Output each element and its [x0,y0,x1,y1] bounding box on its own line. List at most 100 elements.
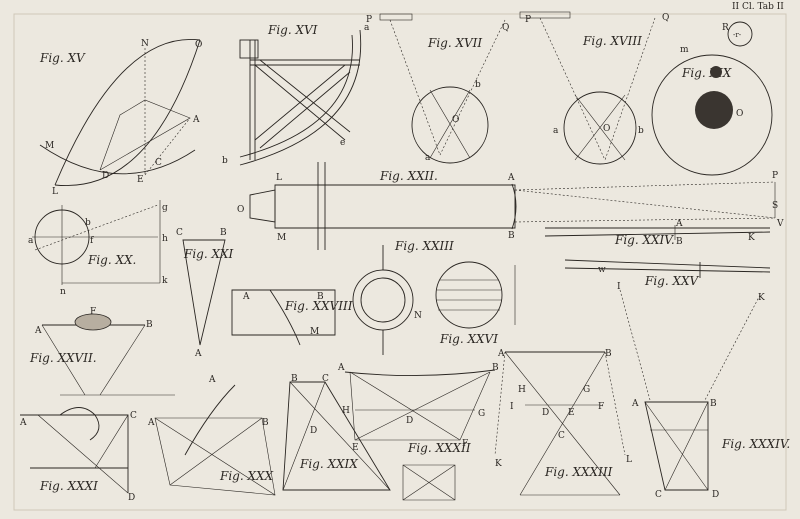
fig-xxxi-diagonals [37,414,129,494]
fig-xxxiii: Fig. XXXIII A B H G I F D E C K L [494,349,632,496]
fig-xxii-micrometer [317,162,326,250]
fig-xxi: Fig. XXI C B A [176,228,234,359]
fig-xxxiii-label-h: H [518,385,526,395]
fig-xxv: Fig. XXV w [564,259,771,288]
fig-xix-label-o: O [736,109,743,119]
fig-xxx-label-a: A [147,418,155,428]
fig-xv-label-d: D [102,171,109,181]
fig-xviii-label-b: b [638,126,644,136]
fig-xvi-label-a: a [364,23,370,33]
fig-xxiv-lines [544,227,771,237]
fig-xxxiv-diagonals [644,401,709,491]
fig-xxii: Fig. XXII. O L M A B P S V [237,162,784,250]
fig-xxiv: Fig. XXIV. A B K [544,219,771,247]
fig-xxxi-obstacle [59,407,100,441]
fig-xxxiii-label-b: B [605,349,612,359]
fig-xxvii: Fig. XXVII. A B F [29,307,175,396]
fig-xviii-rays [539,17,656,161]
fig-xxxii-diagonals [349,371,491,441]
fig-xv-label-l: L [52,187,58,197]
fig-xviii-eye-circle [563,91,637,165]
fig-xv-triangle [99,99,191,171]
fig-xviii-cross [574,94,626,161]
fig-xxiv-label-a: A [675,219,683,229]
fig-xvi-limb-outer [239,29,362,166]
fig-xxii-label-v: V [776,219,784,229]
fig-xxxi: Fig. XXXI A C D [19,407,137,503]
fig-xvii-title: Fig. XVII [427,36,482,50]
fig-xxx-diagonals [154,417,276,496]
fig-xvii-scale [379,13,413,21]
fig-xxvii-label-a: A [34,326,42,336]
fig-xxiii-inner-ring [360,277,406,323]
fig-xxvii-construction [41,324,175,396]
fig-xviii-label-q: Q [662,13,669,23]
fig-xviii-title: Fig. XVIII [582,34,642,48]
fig-xxxi-title: Fig. XXXI [39,479,98,493]
fig-xxvi-title: Fig. XXVI [439,332,498,346]
fig-xx-label-b: b [85,218,91,228]
fig-xxix-label-b: B [291,374,298,384]
fig-xxxiii-label-c: C [558,431,565,441]
fig-xxii-label-s: S [772,201,778,211]
fig-xvi-brace [254,64,351,149]
fig-xxxiv-rays [619,289,761,401]
fig-xvi: Fig. XVI b e a [222,23,370,166]
fig-xxii-label-o: O [237,205,244,215]
fig-xxi-label-c: C [176,228,183,238]
fig-xx-label-h: h [162,234,168,244]
fig-xxxiii-label-e: E [568,408,575,418]
fig-xxxiii-label-d: D [542,408,549,418]
fig-xxii-label-a: A [507,173,515,183]
fig-xxxiii-label-k: K [495,459,502,469]
fig-xxxiii-label-f: F [598,402,604,412]
fig-xxi-title: Fig. XXI [183,247,234,261]
fig-xxiv-title: Fig. XXIV. [614,233,675,247]
fig-xix-small-circle [727,21,753,47]
fig-xv-label-c: C [155,158,162,168]
fig-xxxiii-label-g: G [583,385,590,395]
fig-xxviii-label-m: M [310,327,319,337]
fig-xxv-label-w: w [598,265,606,275]
fig-xxii-eyepiece [249,189,276,223]
fig-xv-label-n: N [141,39,149,49]
fig-xix-small-circle-label: -r- [733,31,742,39]
fig-xxx-label-b: B [262,418,269,428]
fig-xxii-label-p: P [772,171,778,181]
fig-xxxii-label-a: A [337,363,345,373]
fig-xxvii-body [74,313,112,331]
fig-xviii-label-a: a [553,126,559,136]
fig-xxxi-label-a: A [19,418,27,428]
fig-xxxiv-label-c: C [655,490,662,500]
fig-xx-label-n: n [60,287,66,297]
fig-xxii-label-m: M [277,233,286,243]
fig-xix-label-r: R [722,23,729,33]
fig-xxviii-label-b: B [317,292,324,302]
fig-xviii: Fig. XVIII P Q O a b [519,11,669,165]
fig-xvii-label-b: b [475,80,481,90]
fig-xvii-cross [429,89,471,159]
fig-xxxii-label-h: H [342,406,350,416]
fig-xxx-title: Fig. XXX [219,469,274,483]
fig-xxi-triangle [182,239,226,346]
fig-xvi-limb-inner [239,34,353,158]
fig-xxix: Fig. XXIX B C D [282,374,391,491]
fig-xxvi-circle [435,261,503,329]
fig-xxvii-title: Fig. XXVII. [29,351,97,365]
fig-xxxiv-label-k: K [758,293,765,303]
fig-xxxiii-dashed-rays [494,351,626,456]
fig-xxxii-label-f: F [462,439,468,449]
fig-xxvii-label-f: F [90,307,96,317]
fig-xxviii-label-a: A [242,292,250,302]
fig-xx-axes [32,200,161,285]
fig-xxxiii-label-l: L [626,455,632,465]
fig-xvii-label-p: P [366,15,372,25]
fig-xxx-shore [184,384,236,456]
fig-xviii-label-p: P [525,15,531,25]
fig-xxix-label-c: C [322,374,329,384]
fig-xxiii: Fig. XXIII N [352,239,454,355]
fig-xix-large-circle [651,54,773,176]
fig-xv-horizon-arc [39,144,196,175]
fig-xxxiv-title: Fig. XXXIV. [721,437,790,451]
